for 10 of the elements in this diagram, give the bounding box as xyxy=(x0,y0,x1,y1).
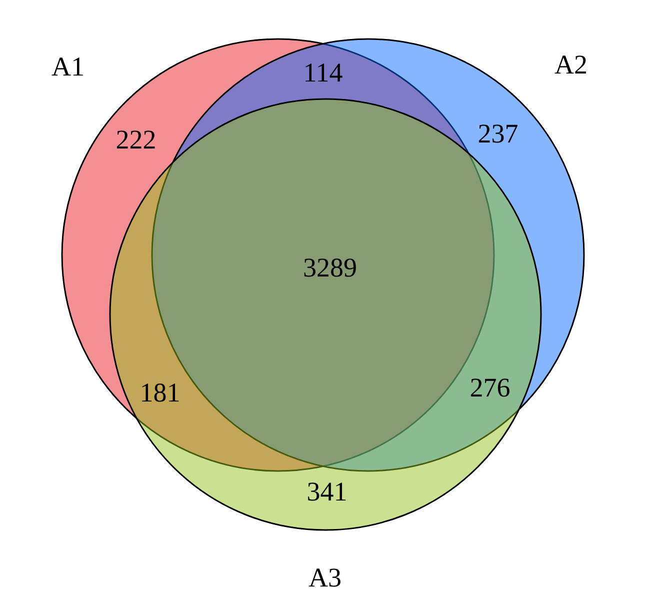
region-count: 114 xyxy=(303,60,343,86)
set-label: A2 xyxy=(554,52,588,78)
region-count: 181 xyxy=(140,380,180,406)
set-label: A1 xyxy=(52,54,84,80)
region-count: 341 xyxy=(306,478,348,506)
region-count: 276 xyxy=(470,374,510,402)
region-count: 3289 xyxy=(303,254,357,282)
region-count: 222 xyxy=(116,126,156,154)
region-count: 237 xyxy=(478,120,518,148)
set-label: A3 xyxy=(308,564,342,592)
